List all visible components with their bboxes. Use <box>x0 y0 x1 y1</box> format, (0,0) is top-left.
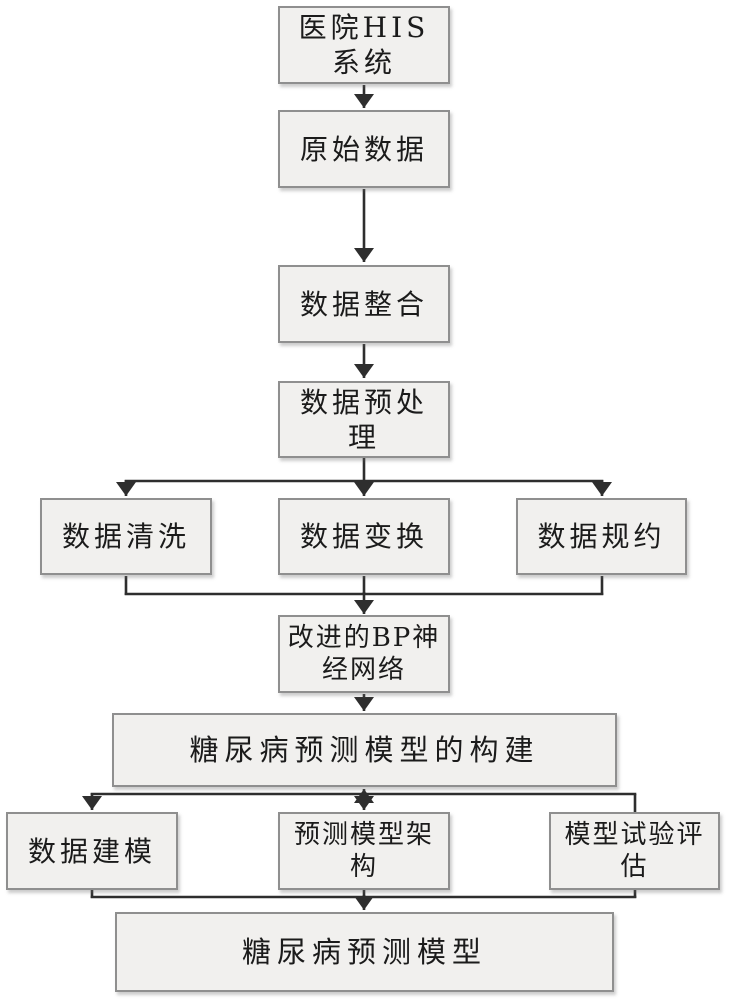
node-label-clean: 数据清洗 <box>61 520 190 553</box>
node-data-preprocessing: 数据预处理 <box>278 381 450 458</box>
node-label-final: 糖尿病预测模型 <box>241 934 487 969</box>
node-final-prediction-model: 糖尿病预测模型 <box>115 912 614 992</box>
node-label-transform: 数据变换 <box>299 520 428 553</box>
node-label-preprocess: 数据预处理 <box>299 385 428 454</box>
node-hospital-his-system: 医院HIS系统 <box>278 6 450 84</box>
node-model-construction: 糖尿病预测模型的构建 <box>112 713 617 787</box>
node-data-integration: 数据整合 <box>278 265 450 343</box>
node-data-modeling: 数据建模 <box>6 812 178 890</box>
node-data-reduction: 数据规约 <box>516 498 687 575</box>
node-data-cleaning: 数据清洗 <box>40 498 212 575</box>
node-label-build: 糖尿病预测模型的构建 <box>189 732 540 767</box>
node-improved-bp-network: 改进的BP神经网络 <box>278 615 450 693</box>
node-label-raw: 原始数据 <box>299 132 428 166</box>
node-raw-data: 原始数据 <box>278 110 450 188</box>
node-label-integrate: 数据整合 <box>299 287 428 321</box>
node-label-bp: 改进的BP神经网络 <box>287 622 441 686</box>
node-label-evaluate: 模型试验评估 <box>564 819 705 883</box>
node-data-transformation: 数据变换 <box>278 498 450 575</box>
node-model-architecture: 预测模型架构 <box>278 812 450 890</box>
node-label-architecture: 预测模型架构 <box>293 819 434 883</box>
node-label-his: 医院HIS系统 <box>298 11 430 79</box>
node-label-modeling: 数据建模 <box>27 834 156 868</box>
node-label-reduce: 数据规约 <box>537 520 666 553</box>
node-model-evaluation: 模型试验评估 <box>549 812 720 890</box>
